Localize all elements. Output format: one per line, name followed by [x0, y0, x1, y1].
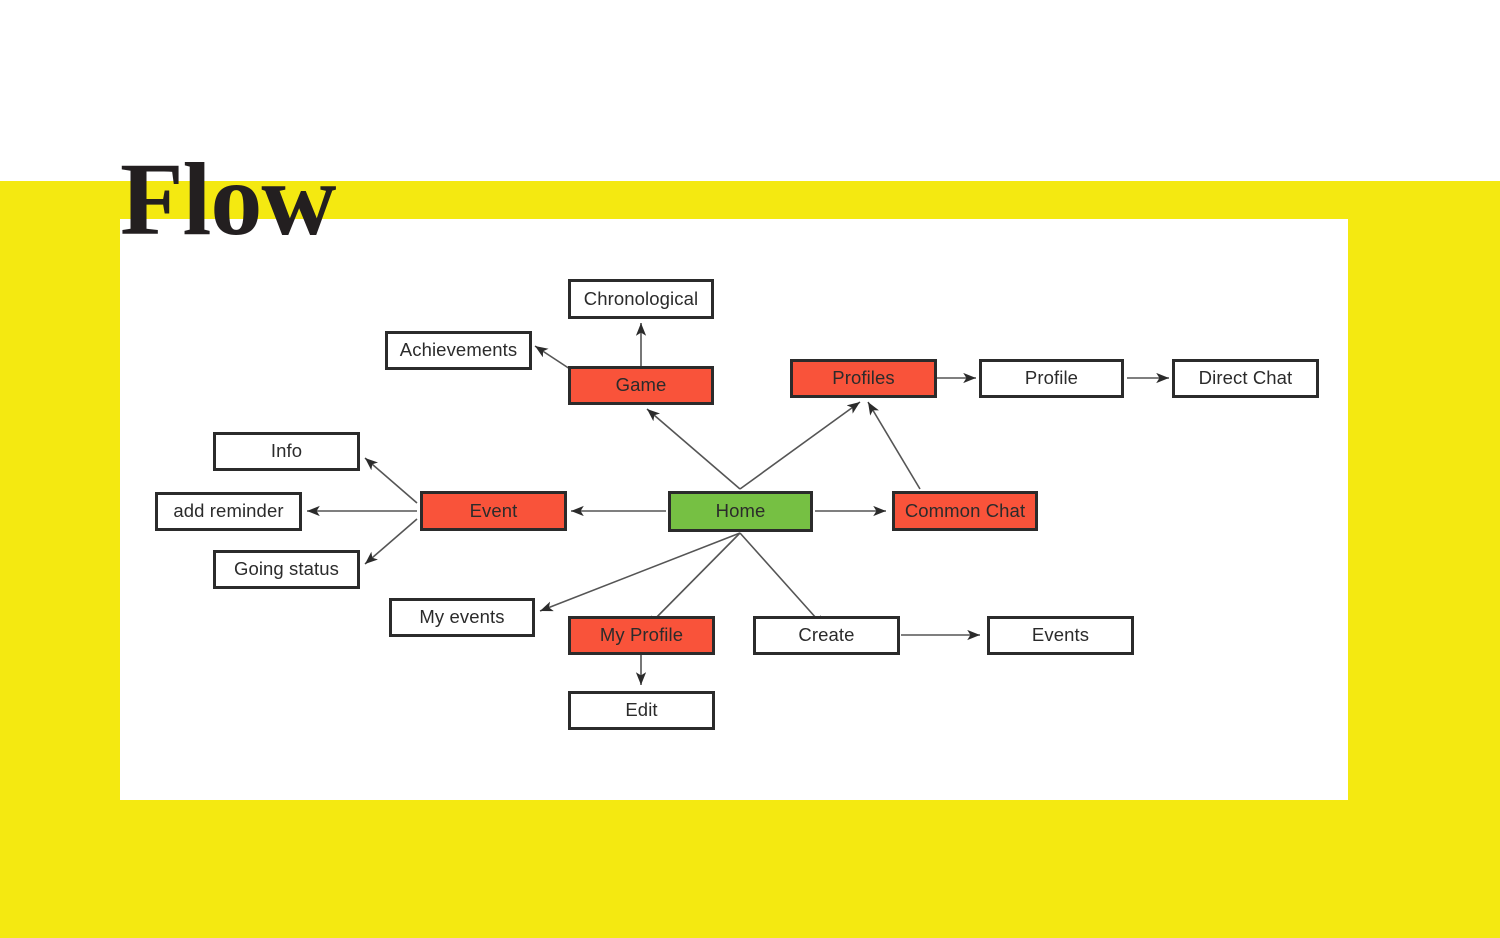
- node-label: Game: [615, 374, 667, 396]
- node-label: Chronological: [583, 287, 699, 309]
- edge-commonchat-profiles: [867, 401, 921, 490]
- node-create[interactable]: Create: [753, 616, 900, 655]
- edge-home-myevents: [539, 532, 741, 612]
- node-common-chat[interactable]: Common Chat: [892, 491, 1038, 531]
- node-label: add reminder: [173, 500, 284, 522]
- page-title: Flow: [120, 141, 337, 257]
- node-label: Edit: [625, 699, 658, 721]
- node-label: Direct Chat: [1198, 367, 1293, 389]
- node-info[interactable]: Info: [213, 432, 360, 471]
- edge-home-myprofile: [645, 532, 741, 629]
- diagram-canvas: Chronological Achievements Game Profiles…: [120, 219, 1348, 800]
- node-chronological[interactable]: Chronological: [568, 279, 714, 319]
- node-label: Achievements: [399, 339, 518, 361]
- node-profile[interactable]: Profile: [979, 359, 1124, 398]
- node-game[interactable]: Game: [568, 366, 714, 405]
- edge-home-profiles: [739, 401, 861, 490]
- node-add-reminder[interactable]: add reminder: [155, 492, 302, 531]
- node-label: Profile: [1024, 367, 1079, 389]
- node-label: Profiles: [832, 367, 895, 389]
- edge-event-info: [364, 457, 418, 504]
- node-profiles[interactable]: Profiles: [790, 359, 937, 398]
- edge-home-create: [739, 532, 826, 629]
- diagram-edges: [307, 323, 1169, 685]
- node-label: Going status: [233, 558, 340, 580]
- node-my-profile[interactable]: My Profile: [568, 616, 715, 655]
- node-label: Events: [1031, 624, 1090, 646]
- node-direct-chat[interactable]: Direct Chat: [1172, 359, 1319, 398]
- node-events[interactable]: Events: [987, 616, 1134, 655]
- node-going-status[interactable]: Going status: [213, 550, 360, 589]
- edge-event-goingstatus: [364, 518, 418, 565]
- edge-game-achievements: [534, 345, 571, 370]
- node-my-events[interactable]: My events: [389, 598, 535, 637]
- node-label: Info: [270, 440, 303, 462]
- edge-home-game: [646, 408, 741, 490]
- node-label: Event: [469, 499, 518, 521]
- node-home[interactable]: Home: [668, 491, 813, 532]
- node-label: My Profile: [599, 624, 684, 646]
- node-label: Home: [715, 500, 766, 522]
- node-label: My events: [419, 606, 505, 628]
- node-event[interactable]: Event: [420, 491, 567, 531]
- node-label: Common Chat: [904, 499, 1026, 521]
- node-achievements[interactable]: Achievements: [385, 331, 532, 370]
- node-edit[interactable]: Edit: [568, 691, 715, 730]
- node-label: Create: [798, 624, 855, 646]
